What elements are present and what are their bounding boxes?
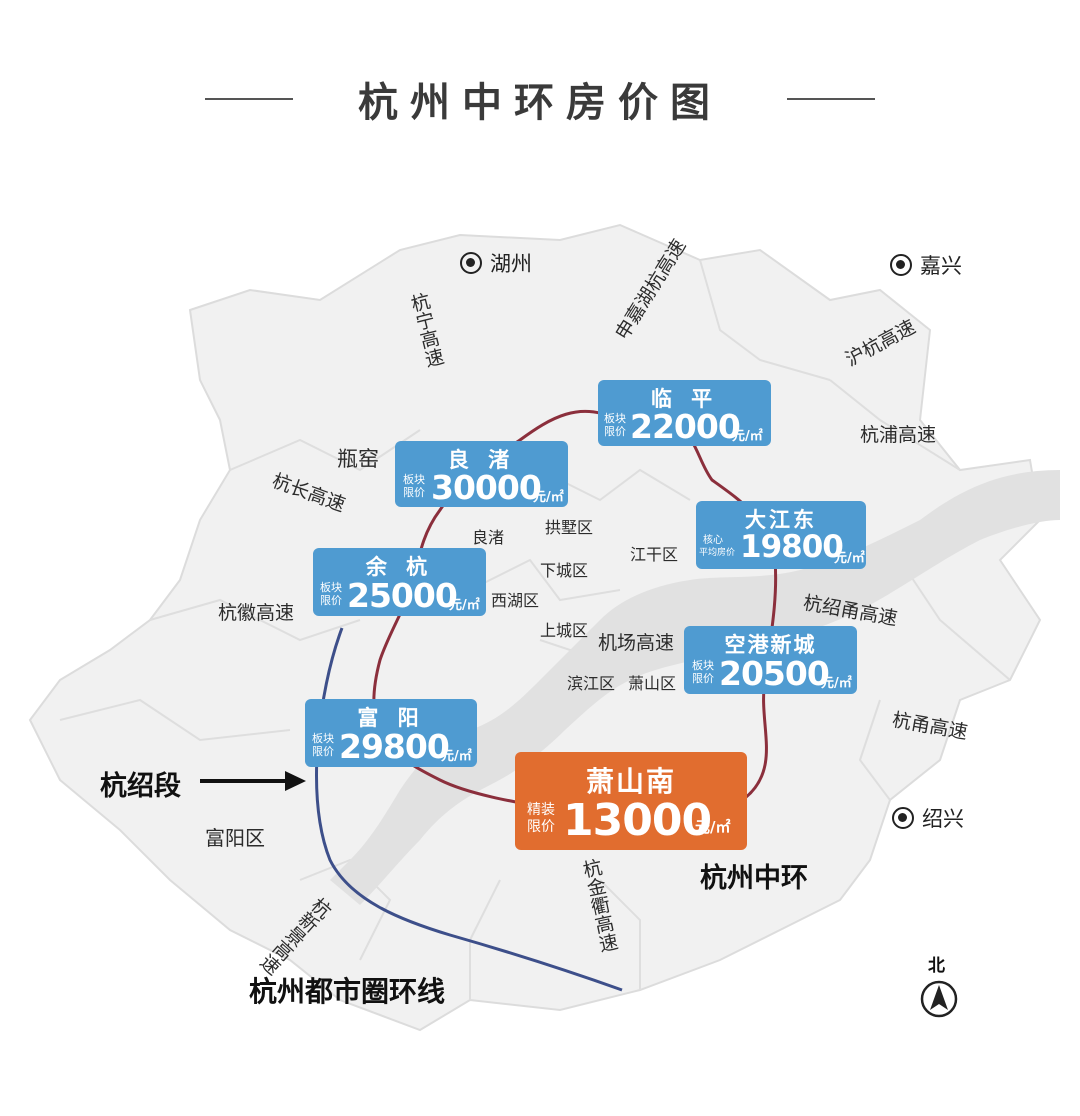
- callout-tag2: 限价: [320, 594, 342, 607]
- place-fuyang-district: 富阳区: [205, 826, 265, 850]
- highway-hanghui-label: 杭徽高速: [218, 602, 295, 624]
- callout-linping: 临 平 板块 限价 22000 元/㎡: [598, 380, 771, 446]
- callout-price: 13000: [563, 795, 712, 846]
- callout-tag1: 精装: [527, 802, 555, 818]
- callout-unit: 元/㎡: [732, 429, 763, 444]
- city-name: 湖州: [490, 252, 532, 276]
- callout-price: 19800: [740, 529, 844, 565]
- place-binjiang: 滨江区: [567, 674, 616, 693]
- callout-tag1: 核心: [703, 535, 723, 546]
- city-marker-icon: [890, 254, 912, 276]
- city-jiaxing: 嘉兴: [890, 250, 962, 280]
- place-shangcheng: 上城区: [540, 621, 589, 640]
- callout-konggang: 空港新城 板块 限价 20500 元/㎡: [684, 626, 857, 694]
- callout-liangzhu: 良 渚 板块 限价 30000 元/㎡: [395, 441, 568, 507]
- place-pingyao: 瓶窑: [337, 447, 379, 471]
- callout-price: 22000: [630, 407, 741, 446]
- callout-name: 富 阳: [357, 706, 425, 730]
- place-jianggan: 江干区: [630, 545, 679, 564]
- callout-name: 良 渚: [447, 448, 516, 472]
- callout-unit: 元/㎡: [821, 676, 852, 691]
- place-xihu: 西湖区: [491, 591, 540, 610]
- callout-fuyang: 富 阳 板块 限价 29800 元/㎡: [305, 699, 477, 767]
- callout-name: 余 杭: [365, 555, 434, 579]
- callout-yuhang: 余 杭 板块 限价 25000 元/㎡: [313, 548, 486, 616]
- city-name: 嘉兴: [920, 254, 962, 278]
- callout-name: 萧山南: [585, 765, 676, 798]
- highway-airport-label: 机场高速: [598, 632, 675, 654]
- hangshao-segment-label: 杭绍段: [100, 771, 181, 802]
- title-rule-right: [787, 98, 875, 100]
- hangzhou-middle-ring-label: 杭州中环: [700, 863, 808, 894]
- city-marker-icon: [460, 252, 482, 274]
- metro-ring-label: 杭州都市圈环线: [249, 975, 446, 1008]
- callout-name: 空港新城: [724, 633, 817, 657]
- place-xiacheng: 下城区: [540, 561, 589, 580]
- callout-tag1: 板块: [692, 659, 714, 672]
- callout-xiaoshannan: 萧山南 精装 限价 13000 元/㎡: [515, 752, 747, 850]
- highway-hangpu-label: 杭浦高速: [860, 424, 937, 446]
- callout-name: 临 平: [650, 387, 719, 411]
- callout-unit: 元/㎡: [834, 551, 865, 566]
- callout-unit: 元/㎡: [695, 818, 731, 836]
- city-huzhou: 湖州: [460, 248, 532, 278]
- callout-name: 大江东: [745, 508, 817, 532]
- place-xiaoshan: 萧山区: [628, 674, 677, 693]
- place-gongshu: 拱墅区: [545, 518, 594, 537]
- callout-unit: 元/㎡: [449, 598, 480, 613]
- title-rule-left: [205, 98, 293, 100]
- callout-tag1: 板块: [604, 412, 626, 425]
- callout-tag2: 限价: [604, 425, 626, 438]
- callout-price: 29800: [339, 727, 450, 766]
- callout-price: 30000: [431, 468, 542, 507]
- city-name: 绍兴: [922, 807, 964, 831]
- callout-dajiangdong: 大江东 核心 平均房价 19800 元/㎡: [696, 501, 866, 569]
- callout-price: 25000: [347, 576, 458, 615]
- callout-tag2: 限价: [692, 672, 714, 685]
- callout-tag1: 板块: [403, 473, 425, 486]
- city-marker-icon: [892, 807, 914, 829]
- callout-tag2: 限价: [312, 745, 334, 758]
- callout-tag2: 限价: [403, 486, 425, 499]
- callout-tag1: 板块: [312, 732, 334, 745]
- callout-price: 20500: [719, 654, 830, 693]
- callout-tag1: 板块: [320, 581, 342, 594]
- callout-unit: 元/㎡: [533, 490, 564, 505]
- compass-north-label: 北: [928, 956, 945, 976]
- city-shaoxing: 绍兴: [892, 803, 964, 833]
- place-liangzhu: 良渚: [472, 528, 505, 547]
- callout-tag2: 限价: [527, 819, 555, 835]
- callout-unit: 元/㎡: [441, 749, 472, 764]
- callout-tag2: 平均房价: [699, 548, 736, 558]
- north-arrow-icon: [921, 982, 957, 1018]
- page-title: 杭州中环房价图: [358, 80, 722, 126]
